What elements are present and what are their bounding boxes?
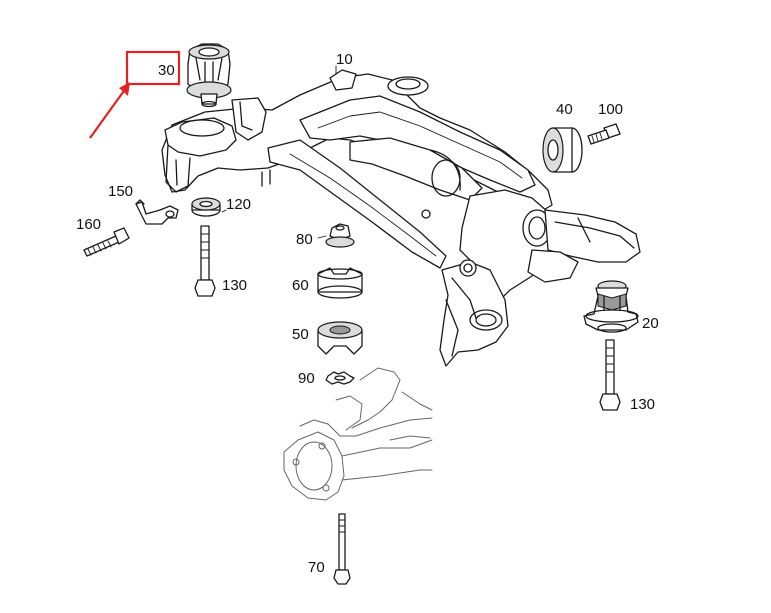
label-part-100: 100 [598, 101, 623, 118]
label-part-20: 20 [642, 315, 659, 332]
highlight-arrow [89, 87, 127, 139]
part-50-bushing [317, 321, 363, 355]
highlight-box [125, 50, 181, 86]
label-part-40: 40 [556, 101, 573, 118]
label-part-60: 60 [292, 277, 309, 294]
part-90-washer [325, 371, 355, 385]
label-part-70: 70 [308, 559, 325, 576]
part-160-bolt [83, 227, 130, 257]
part-40-bushing [542, 127, 583, 173]
rear-axle-subframe [161, 69, 641, 367]
label-part-120: 120 [226, 196, 251, 213]
wheel-carrier-ghost [283, 367, 433, 501]
label-part-90: 90 [298, 370, 315, 387]
label-part-80: 80 [296, 231, 313, 248]
label-part-10: 10 [336, 51, 353, 68]
part-20-mount [583, 280, 639, 333]
label-part-50: 50 [292, 326, 309, 343]
highlight-arrow-head [119, 82, 130, 96]
leader-lines [221, 65, 337, 239]
part-30-subframe-bushing [186, 43, 232, 108]
part-80-nut [325, 223, 355, 248]
part-70-bolt [333, 513, 351, 585]
label-part-160: 160 [76, 216, 101, 233]
part-130-bolt-right [599, 339, 621, 411]
label-part-30: 30 [158, 62, 175, 79]
part-150-bracket [135, 199, 179, 225]
part-130-bolt-left [194, 225, 216, 297]
label-part-130-left: 130 [222, 277, 247, 294]
label-part-130-right: 130 [630, 396, 655, 413]
highlight-marker [89, 50, 181, 139]
label-part-150: 150 [108, 183, 133, 200]
part-120-washer [191, 197, 221, 217]
part-100-bolt [587, 123, 621, 145]
part-60-spacer [317, 267, 363, 299]
